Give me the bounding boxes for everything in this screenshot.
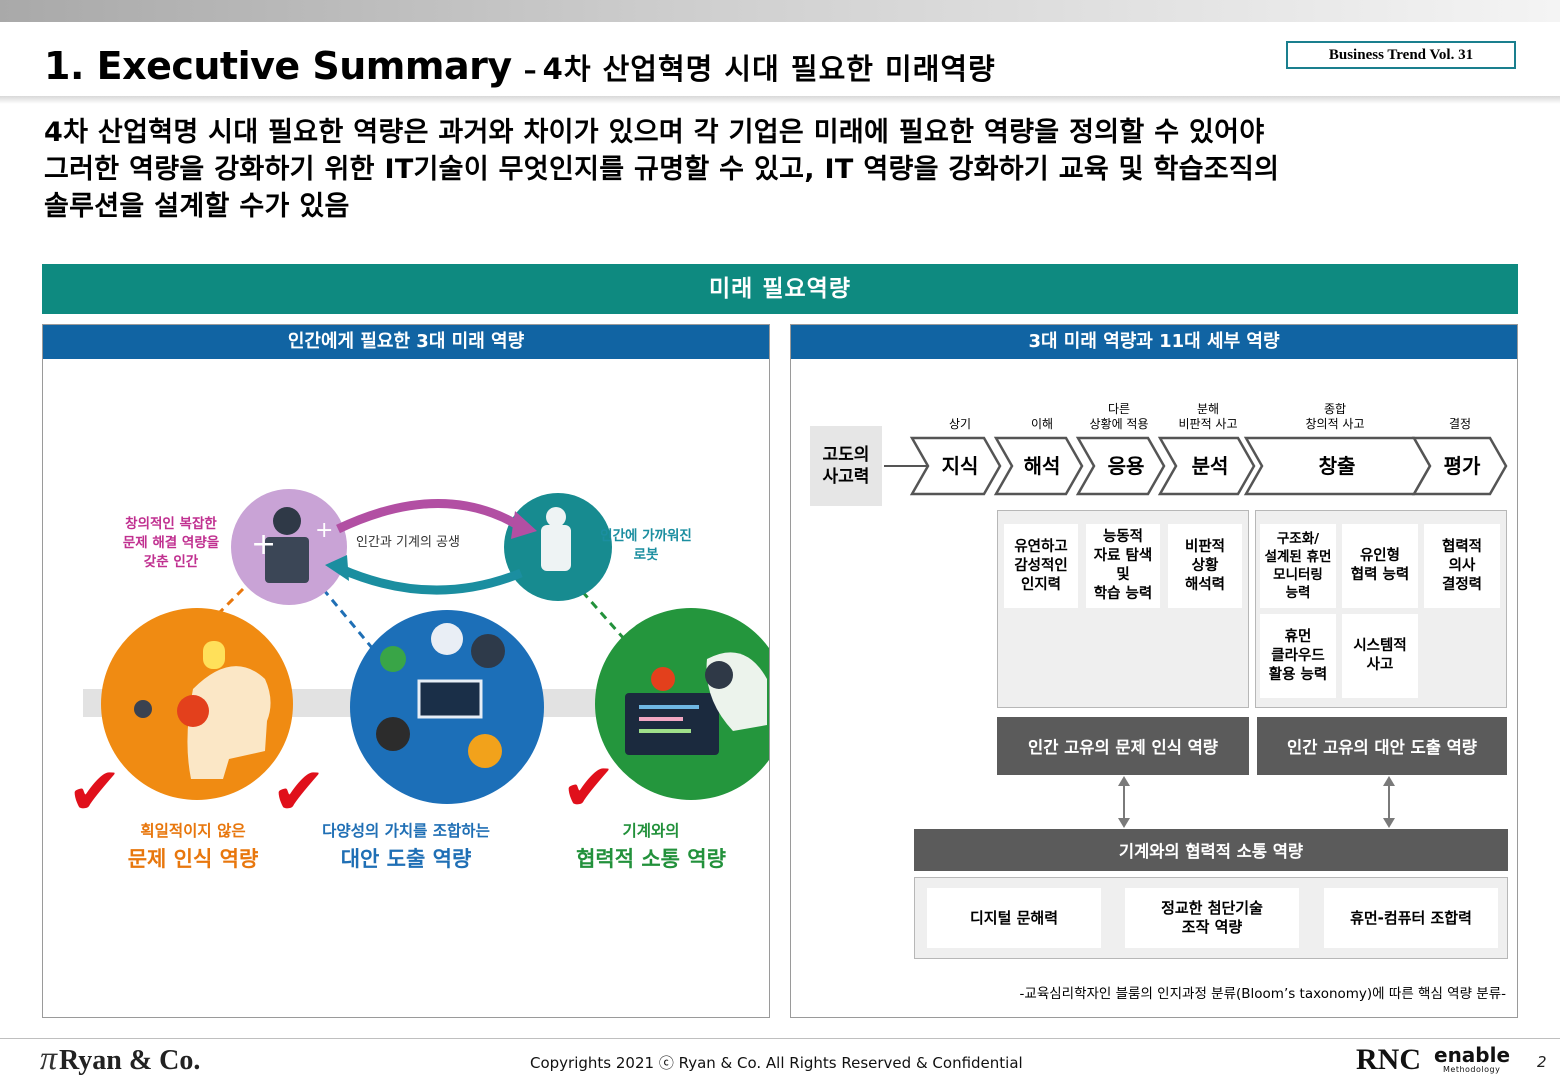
left-panel-title: 인간에게 필요한 3대 미래 역량 — [43, 325, 769, 359]
eye-icon — [134, 700, 152, 718]
symbiosis-label: 인간과 기계의 공생 — [356, 535, 460, 550]
person-icon — [468, 734, 502, 768]
ryan-logo-text: Ryan & Co. — [59, 1045, 201, 1076]
rnc-logo: RNC — [1356, 1043, 1421, 1076]
enable-logo: enable — [1434, 1043, 1511, 1067]
competency-2: 다양성의 가치를 조합하는 대안 도출 역량 — [301, 819, 511, 873]
gear-icon — [705, 661, 733, 689]
monitor-icon — [417, 679, 483, 719]
lightbulb-icon — [203, 641, 225, 669]
right-panel: 3대 미래 역량과 11대 세부 역량 — [790, 324, 1518, 1018]
gear-icon — [651, 667, 675, 691]
competency-1: 획일적이지 않은 문제 인식 역량 — [93, 819, 293, 873]
books-icon — [265, 537, 309, 583]
title-subtitle: 4차 산업혁명 시대 필요한 미래역량 — [542, 52, 996, 86]
ryan-logo: πRyan & Co. — [40, 1040, 200, 1078]
summary-line: 4차 산업혁명 시대 필요한 역량은 과거와 차이가 있으며 각 기업은 미래에… — [44, 117, 1265, 148]
gear-icon — [177, 695, 209, 727]
thinker-icon — [273, 507, 301, 535]
left-panel: 인간에게 필요한 3대 미래 역량 + + — [42, 324, 787, 1018]
pi-icon: π — [40, 1040, 58, 1077]
title-divider — [0, 96, 1560, 104]
plus-icon: + — [251, 527, 276, 562]
code-line — [639, 705, 699, 709]
code-line — [639, 729, 691, 733]
robot-head-icon — [546, 507, 566, 527]
competency-big: 대안 도출 역량 — [340, 847, 472, 871]
volume-badge: Business Trend Vol. 31 — [1286, 41, 1516, 69]
label-line: 로봇 — [633, 547, 659, 563]
copyright-text: Copyrights 2021 ⓒ Ryan & Co. All Rights … — [530, 1054, 1023, 1072]
competency-3: 기계와의 협력적 소통 역량 — [551, 819, 751, 873]
human-label: 창의적인 복잡한 문제 해결 역량을 갖춘 인간 — [107, 515, 235, 572]
top-gradient-bar — [0, 0, 1560, 22]
label-line: 갖춘 인간 — [143, 554, 199, 570]
competency-big: 문제 인식 역량 — [127, 847, 259, 871]
dashed-connector — [321, 588, 375, 650]
person-icon — [471, 634, 505, 668]
check-icon: ✔ — [67, 753, 123, 830]
competency-small: 획일적이지 않은 — [140, 822, 246, 840]
arrow-to-human — [339, 564, 523, 595]
page-title: 1. Executive Summary–4차 산업혁명 시대 필요한 미래역량 — [44, 44, 996, 88]
target-icon — [380, 646, 406, 672]
footer-divider — [0, 1038, 1560, 1039]
label-line: 문제 해결 역량을 — [122, 535, 220, 551]
code-line — [639, 717, 683, 721]
competency-small: 기계와의 — [622, 822, 680, 840]
illustration-graphic: + + — [83, 489, 787, 804]
label-line: 인간에 가까워진 — [600, 528, 692, 544]
laptop-icon — [625, 693, 719, 755]
summary-line: 그러한 역량을 강화하기 위한 IT기술이 무엇인지를 규명할 수 있고, IT… — [44, 154, 1280, 185]
plus-icon: + — [315, 518, 333, 543]
check-icon: ✔ — [561, 749, 617, 826]
competency-illustration: + + — [43, 359, 787, 1017]
arrow-to-robot — [336, 499, 524, 534]
head-icon — [187, 666, 271, 779]
methodology-logo: Methodology — [1443, 1065, 1501, 1074]
robot-label: 인간에 가까워진 로봇 — [591, 527, 701, 565]
competency-big: 협력적 소통 역량 — [576, 847, 726, 871]
summary-text: 4차 산업혁명 시대 필요한 역량은 과거와 차이가 있으며 각 기업은 미래에… — [44, 114, 1524, 225]
section-banner: 미래 필요역량 — [42, 264, 1518, 314]
question-icon — [431, 623, 463, 655]
page-number: 2 — [1537, 1053, 1547, 1071]
title-dash: – — [523, 56, 537, 86]
title-main: 1. Executive Summary — [44, 44, 512, 88]
robot-icon — [541, 525, 571, 571]
arrow-head — [511, 511, 537, 539]
arrow-head — [325, 555, 349, 581]
check-icon: ✔ — [271, 753, 327, 830]
right-panel-title: 3대 미래 역량과 11대 세부 역량 — [791, 325, 1517, 359]
person-icon — [376, 717, 410, 751]
label-line: 창의적인 복잡한 — [125, 516, 217, 532]
summary-line: 솔루션을 설계할 수가 있음 — [44, 191, 350, 222]
competency-small: 다양성의 가치를 조합하는 — [322, 822, 490, 840]
